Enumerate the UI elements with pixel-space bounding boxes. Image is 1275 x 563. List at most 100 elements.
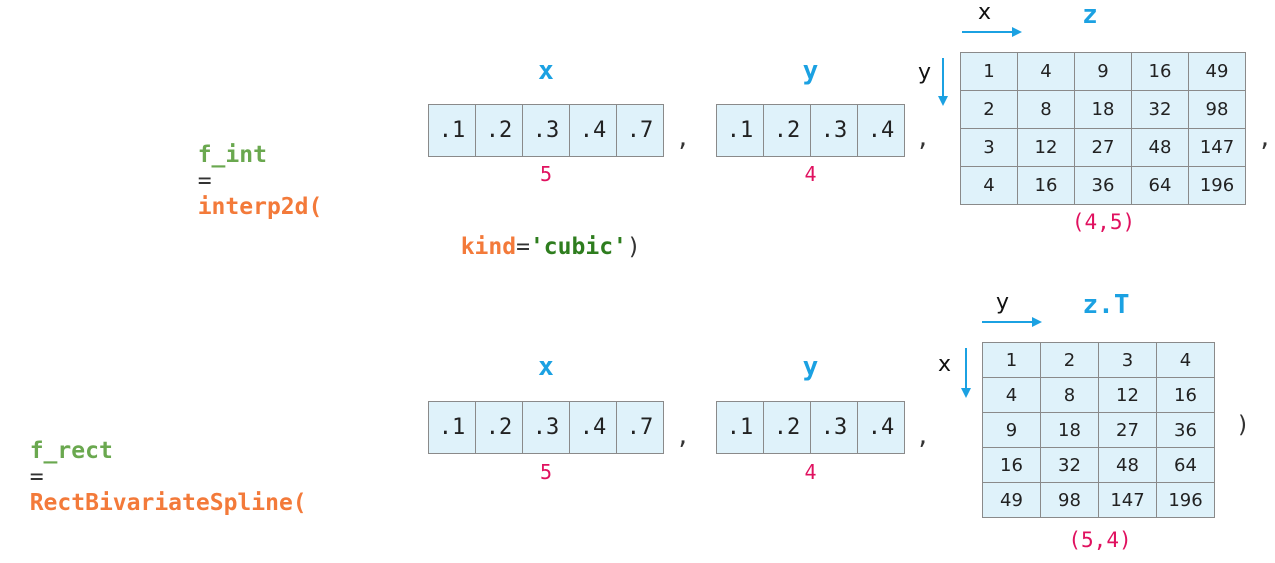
row1-comma-1: , (676, 126, 690, 152)
row1-x-cell: .1 (428, 104, 476, 157)
row1-func-name: interp2d( (197, 194, 323, 220)
row2-zt-cell: 32 (1040, 447, 1099, 483)
row1-axis-v-label: y (918, 60, 932, 85)
row2-y-cell: .4 (857, 401, 905, 454)
row2-zt-cell: 36 (1156, 412, 1215, 448)
row2-y-cell: .1 (716, 401, 764, 454)
row2-axis-h-label: y (996, 290, 1010, 315)
row1-kw-eq: = (516, 234, 530, 260)
row2-x-size: 5 (539, 460, 553, 484)
row1-comma-2: , (916, 126, 930, 152)
row2-shape: (5,4) (1068, 528, 1132, 552)
row1-z-cell: 9 (1074, 52, 1132, 91)
row2-y-cell: .2 (763, 401, 811, 454)
row1-x-cell: .4 (569, 104, 617, 157)
row1-kw-value: 'cubic' (529, 234, 627, 260)
row2-zt-cell: 8 (1040, 377, 1099, 413)
row2-equals: = (29, 464, 44, 490)
row2-axis-h-arrow-icon (982, 317, 1042, 327)
row2-zt-cell: 147 (1098, 482, 1157, 518)
row1-z-cell: 12 (1017, 128, 1075, 167)
row2-x-array: .1.2.3.4.7 (428, 401, 664, 454)
row2-y-array: .1.2.3.4 (716, 401, 905, 454)
row1-axis-v-arrow-icon (938, 58, 948, 106)
row2-zt-cell: 48 (1098, 447, 1157, 483)
row1-y-label: y (802, 56, 819, 86)
row1-matrix-label: z (1082, 0, 1098, 30)
row1-y-array: .1.2.3.4 (716, 104, 905, 157)
row2-y-label: y (802, 352, 819, 382)
row2-x-cell: .4 (569, 401, 617, 454)
row2-y-size: 4 (804, 460, 817, 484)
row1-z-cell: 48 (1131, 128, 1189, 167)
row1-comma-3: , (1258, 126, 1272, 152)
row1-z-cell: 18 (1074, 90, 1132, 129)
row1-y-cell: .1 (716, 104, 764, 157)
row2-code: f_rect = RectBivariateSpline( (2, 412, 307, 516)
row2-zt-cell: 98 (1040, 482, 1099, 518)
row2-zt-cell: 2 (1040, 342, 1099, 378)
row1-y-cell: .4 (857, 104, 905, 157)
row2-zt-cell: 1 (982, 342, 1041, 378)
row2-zt-cell: 4 (982, 377, 1041, 413)
row1-y-cell: .2 (763, 104, 811, 157)
row1-code: f_int = interp2d( (170, 116, 323, 220)
row1-z-cell: 3 (960, 128, 1018, 167)
row2-axis-v-label: x (938, 352, 952, 377)
row1-x-cell: .3 (522, 104, 570, 157)
row2-zt-cell: 16 (982, 447, 1041, 483)
row1-axis-h-arrow-icon (962, 27, 1022, 37)
row2-matrix-label: z.T (1082, 290, 1130, 320)
row1-z-cell: 32 (1131, 90, 1189, 129)
row2-comma-1: , (676, 424, 690, 450)
row2-zt-cell: 27 (1098, 412, 1157, 448)
row1-x-array: .1.2.3.4.7 (428, 104, 664, 157)
row1-x-label: x (538, 56, 554, 86)
row2-zt-cell: 9 (982, 412, 1041, 448)
row1-x-cell: .7 (616, 104, 664, 157)
row1-z-cell: 4 (960, 166, 1018, 205)
row1-z-cell: 8 (1017, 90, 1075, 129)
row2-func-name: RectBivariateSpline( (29, 490, 307, 516)
row2-zt-cell: 16 (1156, 377, 1215, 413)
row1-z-cell: 1 (960, 52, 1018, 91)
row1-close-paren: ) (626, 234, 641, 260)
row2-zt-cell: 4 (1156, 342, 1215, 378)
row1-y-cell: .3 (810, 104, 858, 157)
row1-shape: (4,5) (1071, 210, 1136, 234)
row2-comma-2: , (916, 424, 930, 450)
row1-z-cell: 2 (960, 90, 1018, 129)
row1-equals: = (197, 168, 212, 194)
row1-x-cell: .2 (475, 104, 523, 157)
row1-z-cell: 64 (1131, 166, 1189, 205)
row2-x-cell: .1 (428, 401, 476, 454)
row2-var-name: f_rect (29, 438, 113, 464)
row2-close-paren: ) (1236, 412, 1250, 438)
row2-zt-cell: 18 (1040, 412, 1099, 448)
row1-z-cell: 147 (1188, 128, 1246, 167)
row2-x-cell: .3 (522, 401, 570, 454)
row1-z-cell: 49 (1188, 52, 1246, 91)
row1-x-size: 5 (539, 162, 553, 186)
row2-zt-cell: 12 (1098, 377, 1157, 413)
row2-zt-cell: 49 (982, 482, 1041, 518)
row1-kind-arg: kind='cubic') (433, 208, 641, 260)
row1-z-cell: 36 (1074, 166, 1132, 205)
row2-zt-cell: 3 (1098, 342, 1157, 378)
row2-x-label: x (538, 352, 554, 382)
row1-z-cell: 98 (1188, 90, 1246, 129)
row1-z-cell: 16 (1131, 52, 1189, 91)
row1-z-cell: 27 (1074, 128, 1132, 167)
row1-var-name: f_int (197, 142, 267, 168)
row1-z-cell: 16 (1017, 166, 1075, 205)
row1-y-size: 4 (804, 162, 817, 186)
row2-axis-v-arrow-icon (961, 348, 971, 398)
